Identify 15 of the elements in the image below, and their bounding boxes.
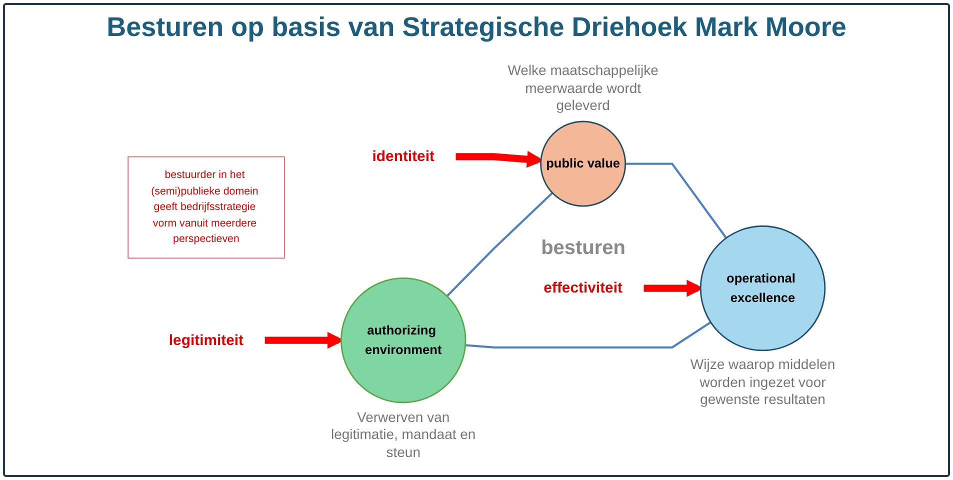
description-text: Welke maatschappelijke meerwaarde wordt geleverd — [506, 62, 660, 115]
diagram-title: Besturen op basis van Strategische Driehoek Mark Moore — [106, 12, 846, 43]
description-text: Verwerven van legitimatie, mandaat en steun — [330, 408, 477, 461]
center-label: besturen — [541, 236, 626, 260]
node-circle: authorizing environment — [340, 277, 466, 404]
node-text: identiteit — [372, 148, 434, 165]
node-text: effectiviteit — [544, 280, 622, 296]
connector — [465, 321, 712, 348]
node-text: legitimiteit — [168, 332, 244, 348]
node-circle: operational excellence — [700, 225, 826, 352]
node-circle: public value — [540, 120, 626, 207]
description-text: Wijze waarop middelen worden ingezet voor gewenste resultaten — [689, 356, 836, 409]
node-box: bestuurder in het (semi)publieke domein geeft bedrijfsstrategie vorm vanuit meerdere perspectieven — [128, 156, 285, 258]
connector — [446, 192, 554, 297]
connector — [625, 162, 728, 239]
